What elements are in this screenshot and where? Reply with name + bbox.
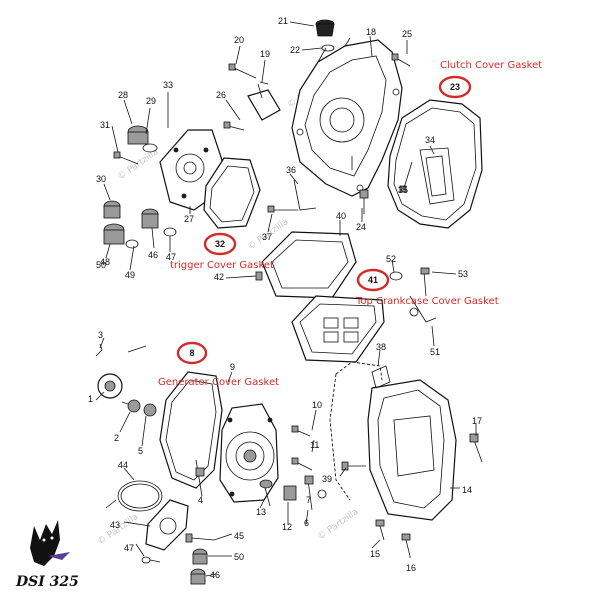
- part-number: 44: [118, 460, 128, 470]
- part-number: 37: [262, 232, 272, 242]
- circled-part-numbers: 23 32 41 8: [189, 82, 460, 358]
- part-number: 20: [234, 35, 244, 45]
- part-number-labels: 21 22 18 25 20 19 33 28 29 26 31 34 30 5…: [88, 16, 482, 580]
- logo-text: DSI 325: [15, 574, 79, 590]
- clutch-cover-gasket: [387, 99, 483, 229]
- part-number: 6: [304, 518, 309, 528]
- part-number: 53: [458, 269, 468, 279]
- brand-logo: DSI 325: [15, 520, 79, 590]
- part-number: 1: [88, 394, 93, 404]
- part-number: 33: [163, 80, 173, 90]
- part-number: 50: [96, 260, 106, 270]
- part-number: 40: [336, 211, 346, 221]
- outer-sprocket-cover: [329, 361, 457, 521]
- part-number: 52: [386, 254, 396, 264]
- part-number: 47: [166, 252, 176, 262]
- part-number: 38: [376, 342, 386, 352]
- callout-ring-top-crankcase: [356, 268, 390, 292]
- part-number: 36: [286, 165, 296, 175]
- part-number: 7: [306, 495, 311, 505]
- part-number: 3: [98, 330, 103, 340]
- generator-cover: [219, 403, 279, 503]
- part-number: 49: [125, 270, 135, 280]
- part-number: 34: [425, 135, 435, 145]
- leader-lines: [95, 21, 477, 577]
- part-number: 47: [124, 543, 134, 553]
- watermark: © Partzilla: [316, 507, 361, 542]
- seal-parts-left: [103, 125, 177, 249]
- part-number: 11: [310, 440, 319, 450]
- part-number: 46: [210, 570, 220, 580]
- bracket-36: [293, 179, 369, 214]
- part-number: 14: [462, 485, 472, 495]
- part-number: 2: [114, 433, 119, 443]
- top-crankcase-cover: [261, 231, 385, 363]
- small-parts-bottom: [141, 425, 483, 585]
- callout-labels: Clutch Cover Gasket trigger Cover Gasket…: [158, 60, 542, 388]
- part-number: 22: [290, 45, 300, 55]
- part-number: 25: [402, 29, 412, 39]
- trigger-cover-gasket: [203, 157, 261, 229]
- generator-cover-gasket: [159, 371, 223, 489]
- part-number: 45: [234, 531, 244, 541]
- part-number: 51: [430, 347, 440, 357]
- watermark: © Partzilla: [116, 147, 161, 182]
- callout-rings: [176, 75, 472, 365]
- part-number: 12: [282, 522, 292, 532]
- callout-label-trigger: trigger Cover Gasket: [170, 260, 274, 271]
- o-ring-44: [117, 480, 163, 512]
- part-number: 50: [234, 552, 244, 562]
- part-number: 16: [406, 563, 416, 573]
- part-number: 43: [110, 520, 120, 530]
- part-number: 27: [184, 214, 194, 224]
- part-number: 42: [214, 272, 224, 282]
- circled-number-generator: 8: [189, 348, 194, 358]
- part-number: 39: [322, 474, 332, 484]
- callout-ring-clutch: [438, 75, 472, 99]
- plate-43: [145, 499, 189, 551]
- callout-label-clutch: Clutch Cover Gasket: [440, 60, 542, 71]
- circled-number-trigger: 32: [215, 239, 225, 249]
- part-number: 18: [366, 27, 376, 37]
- part-number: 31: [100, 120, 110, 130]
- part-number: 21: [278, 16, 288, 26]
- part-number: 28: [118, 90, 128, 100]
- part-number: 46: [148, 250, 158, 260]
- part-number: 9: [230, 362, 235, 372]
- circled-number-top-crankcase: 41: [368, 275, 378, 285]
- bolts-upper: [223, 53, 430, 297]
- callout-ring-trigger: [203, 232, 237, 256]
- part-number: 13: [256, 507, 266, 517]
- callout-ring-generator: [176, 341, 208, 365]
- part-number: 15: [370, 549, 380, 559]
- part-number: 26: [216, 90, 226, 100]
- part-number: 48: [100, 257, 110, 267]
- part-number: 17: [472, 416, 482, 426]
- cap-part-21: [315, 19, 335, 52]
- part-number: 30: [96, 174, 106, 184]
- part-number: 4: [198, 495, 203, 505]
- bracket-19: [247, 83, 281, 121]
- callout-label-top-crankcase: Top Crankcase Cover Gasket: [355, 296, 499, 307]
- part-number: 24: [356, 222, 366, 232]
- part-number: 5: [138, 446, 143, 456]
- sensor-parts-51-53: [389, 271, 437, 323]
- clutch-cover: [291, 37, 403, 197]
- part-number: 10: [312, 400, 322, 410]
- part-number: 29: [146, 96, 156, 106]
- gasket-38: [371, 365, 391, 389]
- part-number: 35: [398, 185, 408, 195]
- circled-number-clutch: 23: [450, 82, 460, 92]
- part-number: 19: [260, 49, 270, 59]
- logo-mascot-icon: [30, 520, 60, 566]
- callout-label-generator: Generator Cover Gasket: [158, 377, 279, 388]
